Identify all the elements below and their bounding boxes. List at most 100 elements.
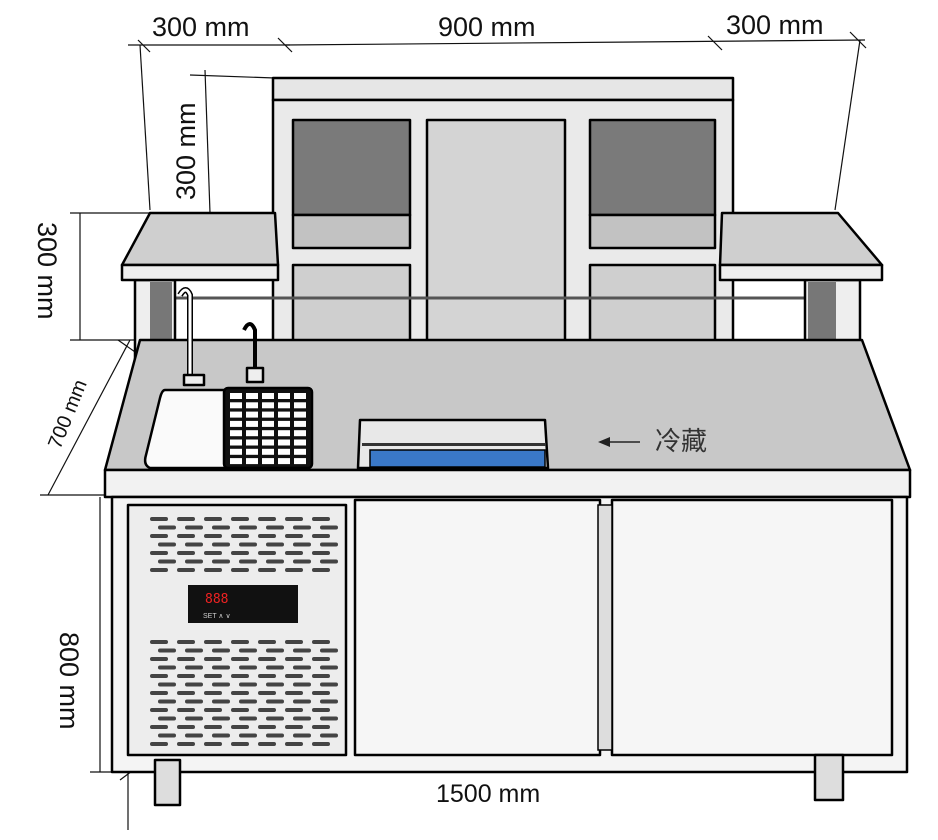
drainer-slot [246,411,258,418]
vent-slot [231,742,249,746]
vent-slot [158,733,176,738]
vent-slot [258,657,276,661]
vent-slot [285,725,303,729]
vent-slot [285,691,303,695]
vent-slot [150,674,168,678]
vent-slot [320,559,338,564]
vent-slot [231,640,249,644]
drainer-slot [246,393,258,399]
vent-slot [204,708,222,712]
vent-slot [177,708,195,712]
vent-slot [150,691,168,695]
vent-slot [258,551,276,555]
drainer-slot [278,393,290,399]
vent-slot [312,551,330,555]
drainer-slot [294,420,306,427]
vent-slot [258,691,276,695]
vent-slot [185,733,203,738]
vent-slot [266,699,284,704]
vent-slot [239,665,257,670]
vent-slot [150,657,168,661]
drainer-slot [230,458,242,465]
vent-slot [258,517,276,521]
vent-slot [212,525,230,530]
vent-slot [185,716,203,721]
vent-slot [204,691,222,695]
vent-slot [320,716,338,721]
drainer-slot [246,458,258,465]
control-buttons[interactable]: SET ∧ ∨ [203,613,231,620]
vent-slot [312,657,330,661]
vent-slot [266,542,284,547]
drainer-slot [294,439,306,446]
drainer-slot [230,430,242,437]
vent-slot [177,674,195,678]
vent-slot [185,699,203,704]
vent-slot [285,657,303,661]
vent-slot [320,648,338,653]
vent-slot [177,517,195,521]
vent-slot [320,665,338,670]
vent-slot [293,542,311,547]
vent-slot [258,725,276,729]
vent-slot [185,542,203,547]
vent-slot [312,708,330,712]
cabinet: 888 SET ∧ ∨ [110,495,909,774]
drainer-slot [294,402,306,409]
vent-slot [177,568,195,572]
dim-top-left-width: 300 mm [152,12,250,42]
vent-slot [231,551,249,555]
vent-slot [312,534,330,538]
drainer-slot [262,430,274,437]
vent-slot [312,725,330,729]
vent-slot [185,559,203,564]
drainer-slot [294,411,306,418]
vent-slot [285,551,303,555]
vent-slot [185,665,203,670]
drainer-slot [294,448,306,455]
vent-slot [177,551,195,555]
vent-slot [185,648,203,653]
vent-slot [212,542,230,547]
vent-slot [231,708,249,712]
control-panel [188,585,298,623]
vent-slot [293,699,311,704]
drainer-slot [278,420,290,427]
dim-side-shelf-height: 300 mm [32,222,62,320]
vent-slot [150,725,168,729]
vent-slot [158,699,176,704]
vent-slot [204,742,222,746]
vent-slot [158,542,176,547]
vent-slot [158,665,176,670]
vent-slot [177,657,195,661]
vent-slot [231,674,249,678]
vent-slot [158,525,176,530]
vent-slot [150,742,168,746]
vent-slot [204,517,222,521]
vent-slot [312,674,330,678]
vent-slot [258,742,276,746]
vent-slot [158,648,176,653]
vent-slot [320,682,338,687]
drainer-slot [262,458,274,465]
dim-upper-shelf-height: 300 mm [171,102,201,200]
control-display: 888 [205,592,228,607]
drainer-slot [246,439,258,446]
right-door [610,498,894,757]
drainer-slot [230,402,242,409]
vent-slot [239,648,257,653]
vent-slot [266,559,284,564]
vent-slot [258,708,276,712]
vent-slot [212,682,230,687]
vent-slot [266,525,284,530]
drainer-slot [262,411,274,418]
dim-top-center-width: 900 mm [438,12,536,42]
vent-slot [293,525,311,530]
vent-slot [150,551,168,555]
vent-slot [150,534,168,538]
vent-slot [293,682,311,687]
vent-slot [212,716,230,721]
vent-slot [239,733,257,738]
vent-slot [258,640,276,644]
